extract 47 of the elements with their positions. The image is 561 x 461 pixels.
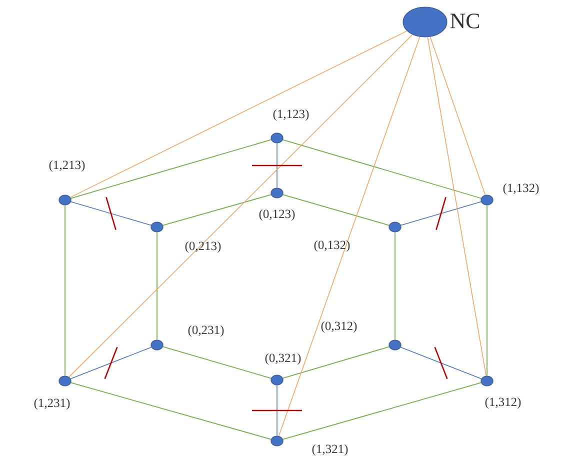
line — [70, 30, 408, 198]
line — [68, 34, 413, 378]
dot — [388, 222, 402, 232]
line — [282, 139, 482, 199]
dot — [270, 188, 284, 198]
line — [276, 384, 278, 436]
node-label: (1,123) — [273, 109, 309, 121]
line — [276, 142, 278, 188]
line — [427, 36, 486, 376]
node-label: NC — [450, 14, 480, 28]
dot — [58, 376, 72, 386]
node-label: (1,321) — [312, 444, 348, 456]
line — [156, 232, 158, 340]
node-label: (1,231) — [34, 398, 70, 410]
line — [162, 346, 272, 379]
dot — [480, 194, 494, 206]
line — [486, 204, 488, 376]
dot — [58, 194, 72, 206]
line — [394, 232, 396, 340]
line — [400, 201, 482, 226]
line — [278, 36, 420, 436]
dot — [480, 376, 494, 386]
line — [282, 346, 390, 379]
line — [70, 382, 272, 440]
line — [70, 201, 152, 226]
line — [70, 139, 272, 199]
line — [282, 382, 482, 440]
dot — [270, 436, 284, 446]
dot — [388, 340, 402, 350]
node-label: (1,213) — [49, 160, 85, 172]
line — [282, 194, 390, 226]
line — [70, 346, 152, 380]
dot — [150, 340, 164, 350]
dot — [270, 374, 284, 386]
dot — [402, 6, 448, 38]
node-label: (0,231) — [188, 325, 224, 337]
node-label: (1,312) — [485, 397, 521, 409]
node-label: (1,132) — [503, 183, 539, 195]
line — [64, 204, 66, 376]
line — [162, 194, 272, 226]
line — [430, 36, 486, 196]
dot — [150, 222, 164, 232]
node-label: (0,312) — [321, 321, 357, 333]
node-label: (0,123) — [259, 209, 295, 221]
node-label: (0,321) — [265, 353, 301, 365]
dot — [270, 132, 284, 144]
line — [400, 346, 482, 380]
